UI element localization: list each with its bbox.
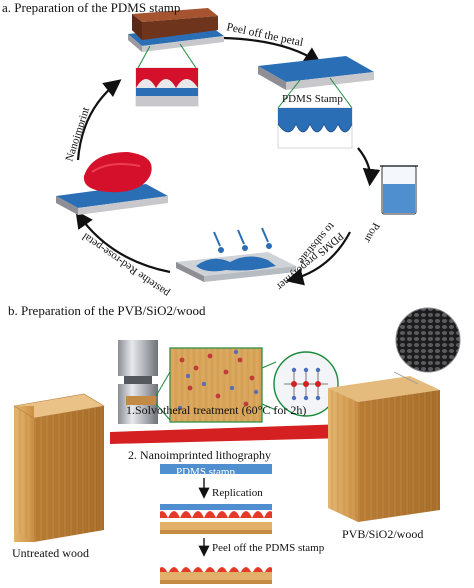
pouring-substrate [176, 227, 296, 282]
section-b-title: b. Preparation of the PVB/SiO2/wood [8, 303, 206, 318]
label-pour-1: Pour [361, 221, 382, 245]
stamp-layer-3 [160, 560, 272, 584]
label-peel-stamp: Peel off the PDMS stamp [212, 542, 325, 554]
arrow-stamp-to-beaker [357, 147, 381, 187]
molecule-inset [261, 351, 339, 417]
label-pdms-stamp: PDMS Stamp [282, 93, 343, 105]
label-step-2: 2. Nanoimprinted lithography [128, 448, 271, 462]
label-step-1: 1.Solvotheral treatment (60°C for 2h) [126, 403, 307, 417]
untreated-wood-block [13, 393, 105, 542]
label-peel-petal: Peel off the petal [225, 21, 304, 49]
arrow-pour [285, 231, 351, 286]
arrow-nanoimprint [76, 79, 122, 161]
stamp-layer-2 [160, 504, 272, 534]
label-replication: Replication [212, 487, 263, 499]
petal-relief-inset [135, 43, 199, 107]
cycle-arrows [75, 36, 381, 286]
beaker-icon [380, 165, 418, 215]
wood-particle-inset [155, 347, 263, 423]
label-pdms-stamp-b: PDMS stamp [176, 466, 235, 478]
label-untreated-wood: Untreated wood [12, 546, 89, 560]
reactor-vessel [118, 340, 158, 424]
process-arrow [110, 416, 372, 446]
product-wood-block [328, 307, 461, 522]
label-product: PVB/SiO2/wood [342, 527, 424, 541]
pdms-stamp-plate [258, 56, 374, 90]
stamp-layer-1 [160, 464, 272, 474]
pdms-stamp-inset [277, 77, 353, 149]
arrow-paste [75, 210, 171, 274]
arrow-peel-petal [223, 36, 322, 65]
pdms-on-petal-block [128, 8, 224, 52]
section-a-title: a. Preparation of the PDMS stamp [2, 0, 181, 15]
label-paste-petal: pastethe Red-rose-petal [80, 230, 172, 299]
petal-on-substrate [56, 152, 168, 215]
